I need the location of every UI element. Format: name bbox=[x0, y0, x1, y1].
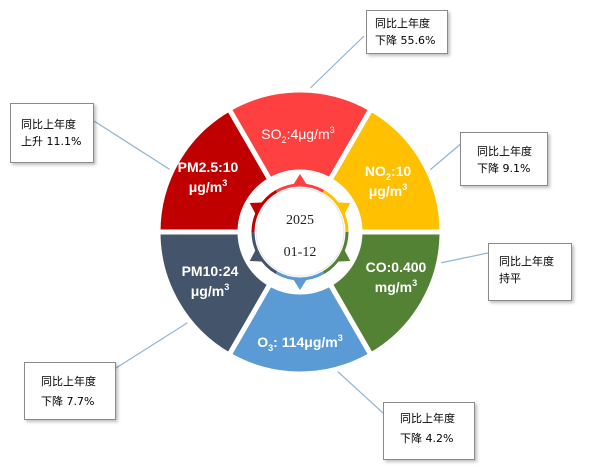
segment-so2 bbox=[225, 87, 375, 184]
hub-band-o3 bbox=[275, 271, 325, 281]
leader-line-pm25 bbox=[93, 120, 181, 177]
label-part: mg/m bbox=[375, 279, 412, 295]
hub-arrow-o3 bbox=[292, 278, 308, 290]
pollutant-ring bbox=[155, 87, 445, 377]
segment-label-pm10-line2: μg/m3 bbox=[191, 282, 230, 299]
segment-label-pm25-line1: PM2.5:10 bbox=[178, 159, 239, 175]
hub-inner-circle bbox=[255, 187, 345, 277]
segment-co bbox=[326, 229, 445, 359]
callout-so2-line2: 下降 55.6% bbox=[375, 34, 436, 47]
label-part: 2 bbox=[282, 135, 287, 145]
label-part: 3 bbox=[402, 182, 407, 192]
center-year: 2025 bbox=[286, 213, 314, 228]
callout-no2: 同比上年度 下降 9.1% bbox=[460, 132, 548, 186]
label-part: μg/m bbox=[191, 283, 224, 299]
callout-co: 同比上年度 持平 bbox=[488, 243, 572, 301]
segment-label-pm10-line1: PM10:24 bbox=[182, 263, 239, 279]
label-part: :10 bbox=[391, 163, 411, 179]
callout-pm10-line1: 同比上年度 bbox=[41, 375, 96, 388]
segment-pm25 bbox=[155, 105, 274, 235]
label-part: 3 bbox=[224, 282, 229, 292]
label-part: 3 bbox=[330, 125, 335, 135]
label-part: μg/m bbox=[369, 183, 402, 199]
center-hub: 2025 01-12 bbox=[248, 174, 352, 290]
segment-pm10 bbox=[155, 229, 274, 359]
callout-o3-line1: 同比上年度 bbox=[400, 412, 455, 425]
callout-co-line2: 持平 bbox=[499, 272, 521, 285]
callout-pm25-line2: 上升 11.1% bbox=[21, 135, 82, 148]
callout-pm10: 同比上年度 下降 7.7% bbox=[24, 362, 116, 420]
hub-band-so2 bbox=[275, 183, 325, 193]
hub-band-pm10 bbox=[251, 231, 278, 275]
hub-band-pm25 bbox=[251, 189, 278, 233]
label-part: μg/m bbox=[189, 179, 222, 195]
callout-so2-line1: 同比上年度 bbox=[375, 17, 430, 30]
label-part: :4μg/m bbox=[287, 126, 330, 142]
label-part: 3 bbox=[268, 343, 273, 353]
callout-o3-line2: 下降 4.2% bbox=[400, 432, 454, 445]
label-part: PM2.5:10 bbox=[178, 159, 239, 175]
callout-co-line1: 同比上年度 bbox=[499, 255, 554, 268]
callout-o3: 同比上年度 下降 4.2% bbox=[383, 402, 475, 460]
label-part: CO:0.400 bbox=[366, 259, 427, 275]
segment-label-pm25-line2: μg/m3 bbox=[189, 178, 228, 195]
label-part: : 114μg/m bbox=[273, 334, 338, 350]
segment-label-no2-line2: μg/m3 bbox=[369, 182, 408, 199]
segment-label-co-line1: CO:0.400 bbox=[366, 259, 427, 275]
label-part: NO bbox=[365, 163, 386, 179]
segment-no2 bbox=[326, 105, 445, 235]
hub-band-co bbox=[322, 231, 349, 275]
callout-pm10-line2: 下降 7.7% bbox=[41, 395, 95, 408]
callout-no2-line2: 下降 9.1% bbox=[477, 162, 531, 175]
label-part: O bbox=[257, 334, 268, 350]
label-part: 3 bbox=[222, 178, 227, 188]
segment-o3 bbox=[225, 280, 375, 377]
label-part: PM10:24 bbox=[182, 263, 239, 279]
callout-pm25-line1: 同比上年度 bbox=[21, 118, 76, 131]
hub-band-no2 bbox=[322, 189, 349, 233]
hub-arrow-so2 bbox=[292, 174, 308, 186]
label-part: SO bbox=[261, 126, 281, 142]
segment-label-so2-line1: SO2:4μg/m3 bbox=[261, 125, 334, 145]
hub-arrow-marks bbox=[249, 174, 351, 290]
segment-label-co-line2: mg/m3 bbox=[375, 278, 417, 295]
segment-label-o3-line1: O3: 114μg/m3 bbox=[257, 333, 343, 353]
callout-no2-line1: 同比上年度 bbox=[477, 145, 532, 158]
label-part: 2 bbox=[386, 172, 391, 182]
label-part: 3 bbox=[412, 278, 417, 288]
segment-label-no2-line1: NO2:10 bbox=[365, 163, 412, 182]
callout-so2: 同比上年度 下降 55.6% bbox=[366, 10, 448, 54]
center-date: 01-12 bbox=[284, 245, 317, 260]
callout-pm25: 同比上年度 上升 11.1% bbox=[10, 103, 94, 163]
label-part: 3 bbox=[338, 333, 343, 343]
